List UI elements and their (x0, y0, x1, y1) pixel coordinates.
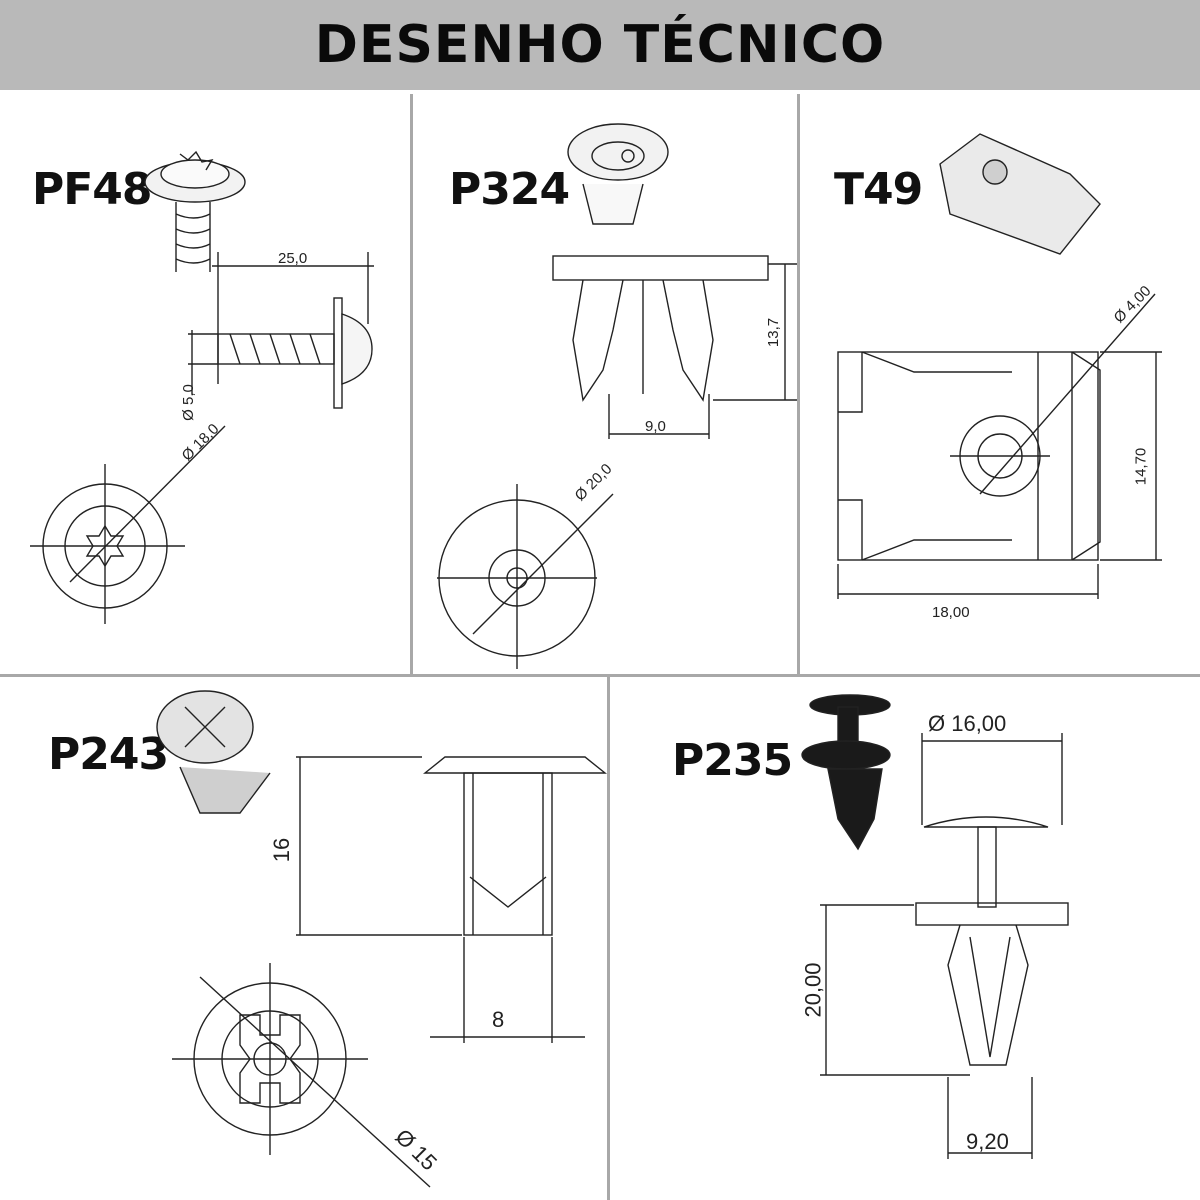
part-code: P243 (48, 729, 169, 780)
panel-pf48: PF48 (0, 94, 410, 674)
part-code: T49 (834, 164, 923, 215)
dim-height: 14,70 (1132, 447, 1150, 486)
nut-illustration (939, 133, 1101, 255)
part-code: P324 (449, 164, 570, 215)
part-code: P235 (672, 735, 793, 786)
rivet-illustration (156, 690, 271, 814)
panel-p324: P324 13,7 9,0 Ø 20 (413, 94, 797, 674)
dim-width: 9,20 (966, 1129, 1009, 1154)
dim-height: 20,00 (800, 962, 826, 1018)
screw-illustration (144, 150, 246, 272)
panel-p243: P243 16 8 Ø (0, 677, 607, 1200)
dim-height: 16 (269, 837, 295, 863)
push-clip-illustration (801, 694, 891, 851)
part-code: PF48 (32, 164, 153, 215)
clip-side-view (552, 255, 797, 439)
nut-top-view (837, 293, 1162, 599)
t49-drawing (837, 133, 1162, 599)
screw-front-view (30, 425, 226, 624)
p235-drawing (801, 694, 1069, 1159)
rivet-front-view (172, 963, 431, 1188)
clip-front-view (437, 484, 614, 669)
clip-illustration (567, 123, 669, 225)
dim-width: 18,00 (932, 604, 970, 621)
pf48-drawing (30, 150, 374, 624)
divider-v2 (797, 94, 800, 674)
page-title: DESENHO TÉCNICO (314, 15, 886, 75)
dim-width: 8 (492, 1007, 505, 1032)
p324-drawing (437, 123, 797, 669)
dim-height: 13,7 (765, 317, 783, 348)
divider-v3 (607, 677, 610, 1200)
dim-length: 25,0 (278, 250, 308, 267)
rivet-side-view (296, 756, 607, 1043)
panel-t49: T49 Ø 4,00 14,70 18,00 (800, 94, 1200, 674)
screw-side-view (188, 252, 374, 409)
panel-p235: P235 Ø 16,00 20,00 9,20 (610, 677, 1200, 1200)
header-bar: DESENHO TÉCNICO (0, 0, 1200, 90)
push-clip-side-view (820, 733, 1069, 1159)
divider-v1 (410, 94, 413, 674)
divider-h (0, 674, 1200, 677)
dim-shank: Ø 5,0 (179, 384, 197, 421)
dim-width: 9,0 (645, 418, 666, 435)
p243-drawing (156, 690, 607, 1188)
dim-head: Ø 16,00 (928, 711, 1007, 736)
